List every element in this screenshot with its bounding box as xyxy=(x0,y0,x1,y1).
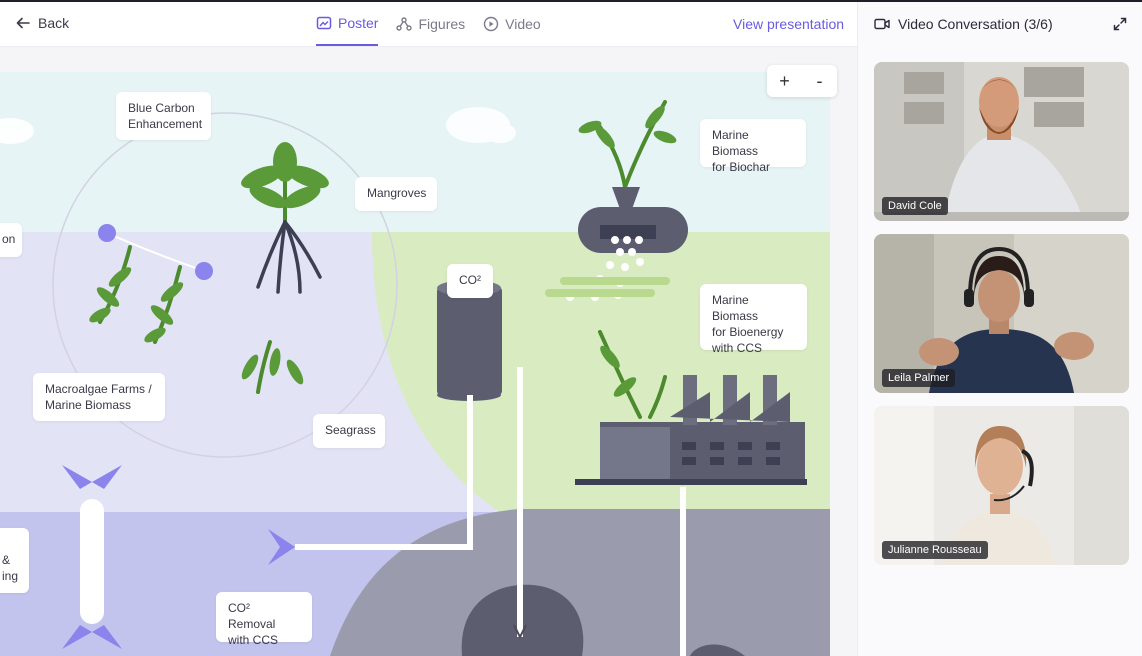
tab-figures[interactable]: Figures xyxy=(396,2,465,46)
play-icon xyxy=(483,16,499,32)
video-camera-icon xyxy=(874,18,890,30)
view-tabs: Poster Figures Video xyxy=(316,2,541,46)
participant-tile[interactable]: Leila Palmer xyxy=(874,234,1129,393)
expand-button[interactable] xyxy=(1112,16,1128,37)
label-macroalgae: Macroalgae Farms / Marine Biomass xyxy=(33,373,165,421)
top-bar: Back Poster Figures Video View presentat… xyxy=(0,2,857,47)
label-cut-left: on xyxy=(0,223,22,257)
poster-icon xyxy=(316,16,332,30)
tab-poster-label: Poster xyxy=(338,15,379,31)
figures-icon xyxy=(396,17,413,31)
zoom-in-button[interactable]: + xyxy=(779,70,790,91)
participant-name: David Cole xyxy=(882,197,948,215)
label-marine-bioenergy: Marine Biomass for Bioenergy with CCS xyxy=(700,284,807,355)
label-cut-left-2: & ing xyxy=(0,528,29,593)
back-button[interactable]: Back xyxy=(16,15,69,31)
arrow-left-icon xyxy=(16,17,30,29)
label-marine-biochar: Marine Biomass for Biochar xyxy=(700,119,806,174)
expand-icon xyxy=(1113,17,1127,31)
tab-poster[interactable]: Poster xyxy=(316,2,379,46)
label-mangroves: Mangroves xyxy=(355,177,437,211)
back-label: Back xyxy=(38,15,70,31)
participant-name: Julianne Rousseau xyxy=(882,541,988,559)
poster-canvas[interactable]: Blue Carbon Enhancement Mangroves Marine… xyxy=(0,47,857,656)
label-co2-removal: CO² Removal with CCS xyxy=(216,592,312,647)
participant-tile[interactable]: David Cole xyxy=(874,62,1129,221)
tab-video-label: Video xyxy=(505,16,541,32)
participant-video xyxy=(874,234,1129,393)
zoom-out-button[interactable]: - xyxy=(816,70,823,91)
zoom-controls: + - xyxy=(767,65,837,97)
label-blue-carbon: Blue Carbon Enhancement xyxy=(116,92,211,140)
tab-video[interactable]: Video xyxy=(483,2,541,46)
label-seagrass: Seagrass xyxy=(313,414,385,448)
participant-tile[interactable]: Julianne Rousseau xyxy=(874,406,1129,565)
label-co2: CO² xyxy=(447,264,493,298)
video-conversation-header: Video Conversation (3/6) xyxy=(874,16,1053,32)
video-conversation-title: Video Conversation (3/6) xyxy=(898,16,1053,32)
tab-figures-label: Figures xyxy=(418,16,466,32)
participant-video xyxy=(874,406,1129,565)
window-top-border xyxy=(0,0,1142,2)
video-conversation-panel: Video Conversation (3/6) David Cole xyxy=(857,2,1142,656)
view-presentation-link[interactable]: View presentation xyxy=(733,16,845,32)
participant-name: Leila Palmer xyxy=(882,369,956,387)
participant-video xyxy=(874,62,1129,221)
